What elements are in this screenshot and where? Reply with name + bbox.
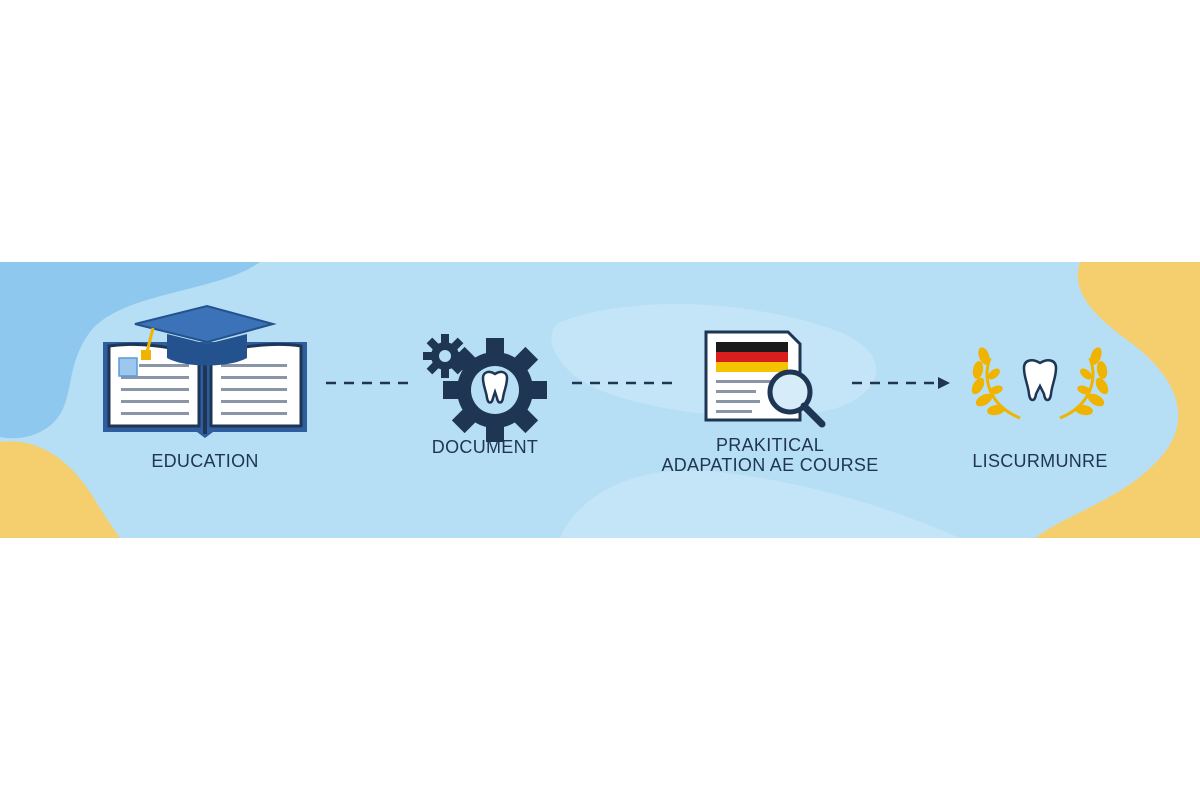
- book-graduation-cap-icon: [103, 304, 307, 438]
- step-label-licensure: LISCURMUNRE: [972, 451, 1108, 471]
- step-course: PRAKITICAL ADAPATION AE COURSE: [640, 330, 900, 480]
- process-banner: EDUCATION: [0, 262, 1200, 538]
- step-document: DOCUMENT: [405, 332, 565, 482]
- laurel-tooth-icon: [971, 347, 1109, 420]
- step-label-document: DOCUMENT: [431, 437, 539, 457]
- dashed-connector-2: [572, 381, 680, 385]
- document-german-flag-magnifier-icon: [704, 330, 826, 428]
- gears-tooth-icon: [423, 334, 547, 442]
- step-licensure: LISCURMUNRE: [960, 340, 1120, 480]
- arrow-connector-3: [852, 377, 950, 389]
- step-education: EDUCATION: [95, 302, 315, 472]
- step-label-education: EDUCATION: [151, 451, 259, 471]
- dashed-connector-1: [326, 381, 414, 385]
- step-label-course-line2: ADAPATION AE COURSE: [661, 455, 879, 475]
- step-label-course-line1: PRAKITICAL: [715, 435, 825, 455]
